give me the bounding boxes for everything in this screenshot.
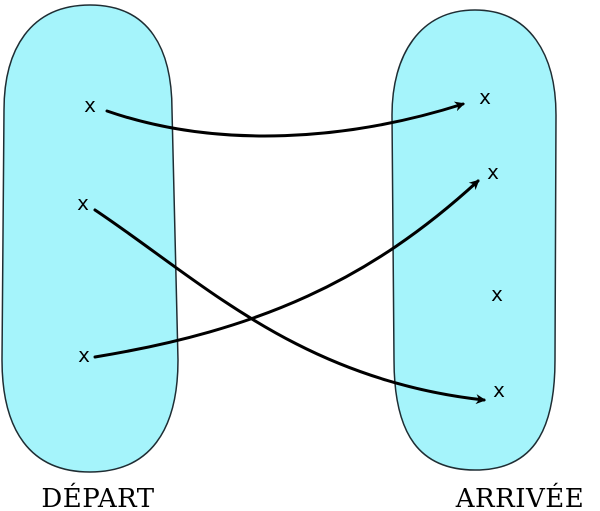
departure-set-label: DÉPART bbox=[41, 482, 154, 511]
departure-element-2: x bbox=[77, 191, 89, 215]
mapping-arrow-1 bbox=[105, 101, 465, 138]
arrival-set-shape bbox=[391, 9, 557, 471]
departure-element-3: x bbox=[78, 343, 90, 367]
arrival-element-3: x bbox=[491, 282, 503, 306]
mapping-arrow-3 bbox=[93, 179, 480, 359]
departure-element-1: x bbox=[84, 93, 96, 117]
mapping-arrow-2 bbox=[93, 208, 486, 405]
arrival-element-2: x bbox=[487, 160, 499, 184]
arrival-element-1: x bbox=[479, 85, 491, 109]
arrival-element-4: x bbox=[493, 378, 505, 402]
departure-set-shape bbox=[1, 4, 179, 473]
arrival-set-label: ARRIVÉE bbox=[455, 482, 584, 511]
